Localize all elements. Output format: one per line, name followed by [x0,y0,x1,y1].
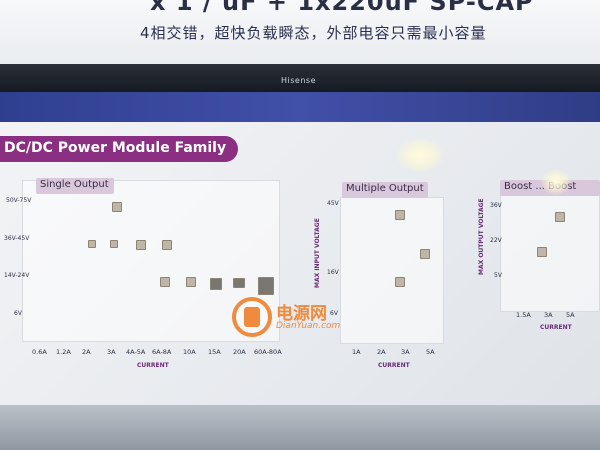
multiple-output-tag: Multiple Output [342,182,428,198]
multiple-x-tick: 2A [377,348,386,356]
floor-area [0,405,600,450]
boost-x-tick: 3A [544,311,553,319]
module-chip [210,278,222,290]
light-glare [395,137,445,173]
watermark-url: DianYuan.com [276,321,341,331]
boost-x-tick: 1.5A [516,311,531,319]
plug-icon [244,307,260,327]
banner-subtitle: 4相交错，超快负载瞬态，外部电容只需最小容量 [140,24,487,42]
single-output-label: Single Output [40,179,109,190]
multiple-y-axis-title: MAX INPUT VOLTAGE [314,218,321,288]
multiple-y-tick: 45V [327,200,339,207]
multiple-x-tick: 1A [352,348,361,356]
multiple-y-tick: 6V [330,310,338,317]
display-screen: DC/DC Power Module Family Single Output … [0,92,600,408]
single-x-axis-title: CURRENT [137,362,169,369]
single-y-tick: 50V-75V [6,197,32,204]
module-chip [186,277,196,287]
boost-y-tick: 22V [490,237,502,244]
boost-y-tick: 36V [490,202,502,209]
banner-cut-text: x 1 / uF + 1x220uF SP-CAP [150,0,534,16]
module-chip [160,277,170,287]
single-x-tick: 3A [107,348,116,356]
boost-panel [500,192,600,312]
boost-y-axis-title: MAX OUTPUT VOLTAGE [478,198,485,275]
module-chip [88,240,96,248]
single-x-tick: 10A [183,348,196,356]
watermark-name: 电源网 [276,304,327,324]
module-chip [162,240,172,250]
screen-top-stripe [0,92,600,122]
module-chip [537,247,547,257]
tv-brand-logo: Hisense [281,76,316,85]
boost-x-tick: 5A [566,311,575,319]
multiple-x-tick: 3A [401,348,410,356]
single-y-tick: 6V [14,310,22,317]
module-chip [112,202,122,212]
multiple-output-label: Multiple Output [346,183,424,194]
single-x-tick: 15A [208,348,221,356]
module-chip [420,249,430,259]
module-chip [555,212,565,222]
top-banner: x 1 / uF + 1x220uF SP-CAP 4相交错，超快负载瞬态，外部… [0,0,600,66]
single-y-tick: 14V-24V [4,272,30,279]
slide-title-pill: DC/DC Power Module Family [0,136,238,162]
module-chip [136,240,146,250]
multiple-x-tick: 5A [426,348,435,356]
single-x-tick: 2A [82,348,91,356]
tv-bezel: Hisense [0,64,600,94]
light-glare [540,168,572,196]
multiple-y-tick: 16V [327,269,339,276]
single-x-tick: 20A [233,348,246,356]
module-chip [395,210,405,220]
module-chip [258,277,274,295]
single-x-tick: 4A-5A [126,348,146,356]
boost-x-axis-title: CURRENT [540,324,572,331]
single-output-tag: Single Output [36,178,114,194]
boost-y-tick: 5V [494,272,502,279]
single-y-tick: 36V-45V [4,235,30,242]
slide-title: DC/DC Power Module Family [4,140,227,156]
module-chip [395,277,405,287]
multiple-x-axis-title: CURRENT [378,362,410,369]
single-x-tick: 6A-8A [152,348,172,356]
module-chip [233,278,245,288]
single-x-tick: 0.6A [32,348,47,356]
multiple-output-panel [340,197,444,344]
single-x-tick: 1.2A [56,348,71,356]
single-x-tick: 60A-80A [254,348,282,356]
module-chip [110,240,118,248]
